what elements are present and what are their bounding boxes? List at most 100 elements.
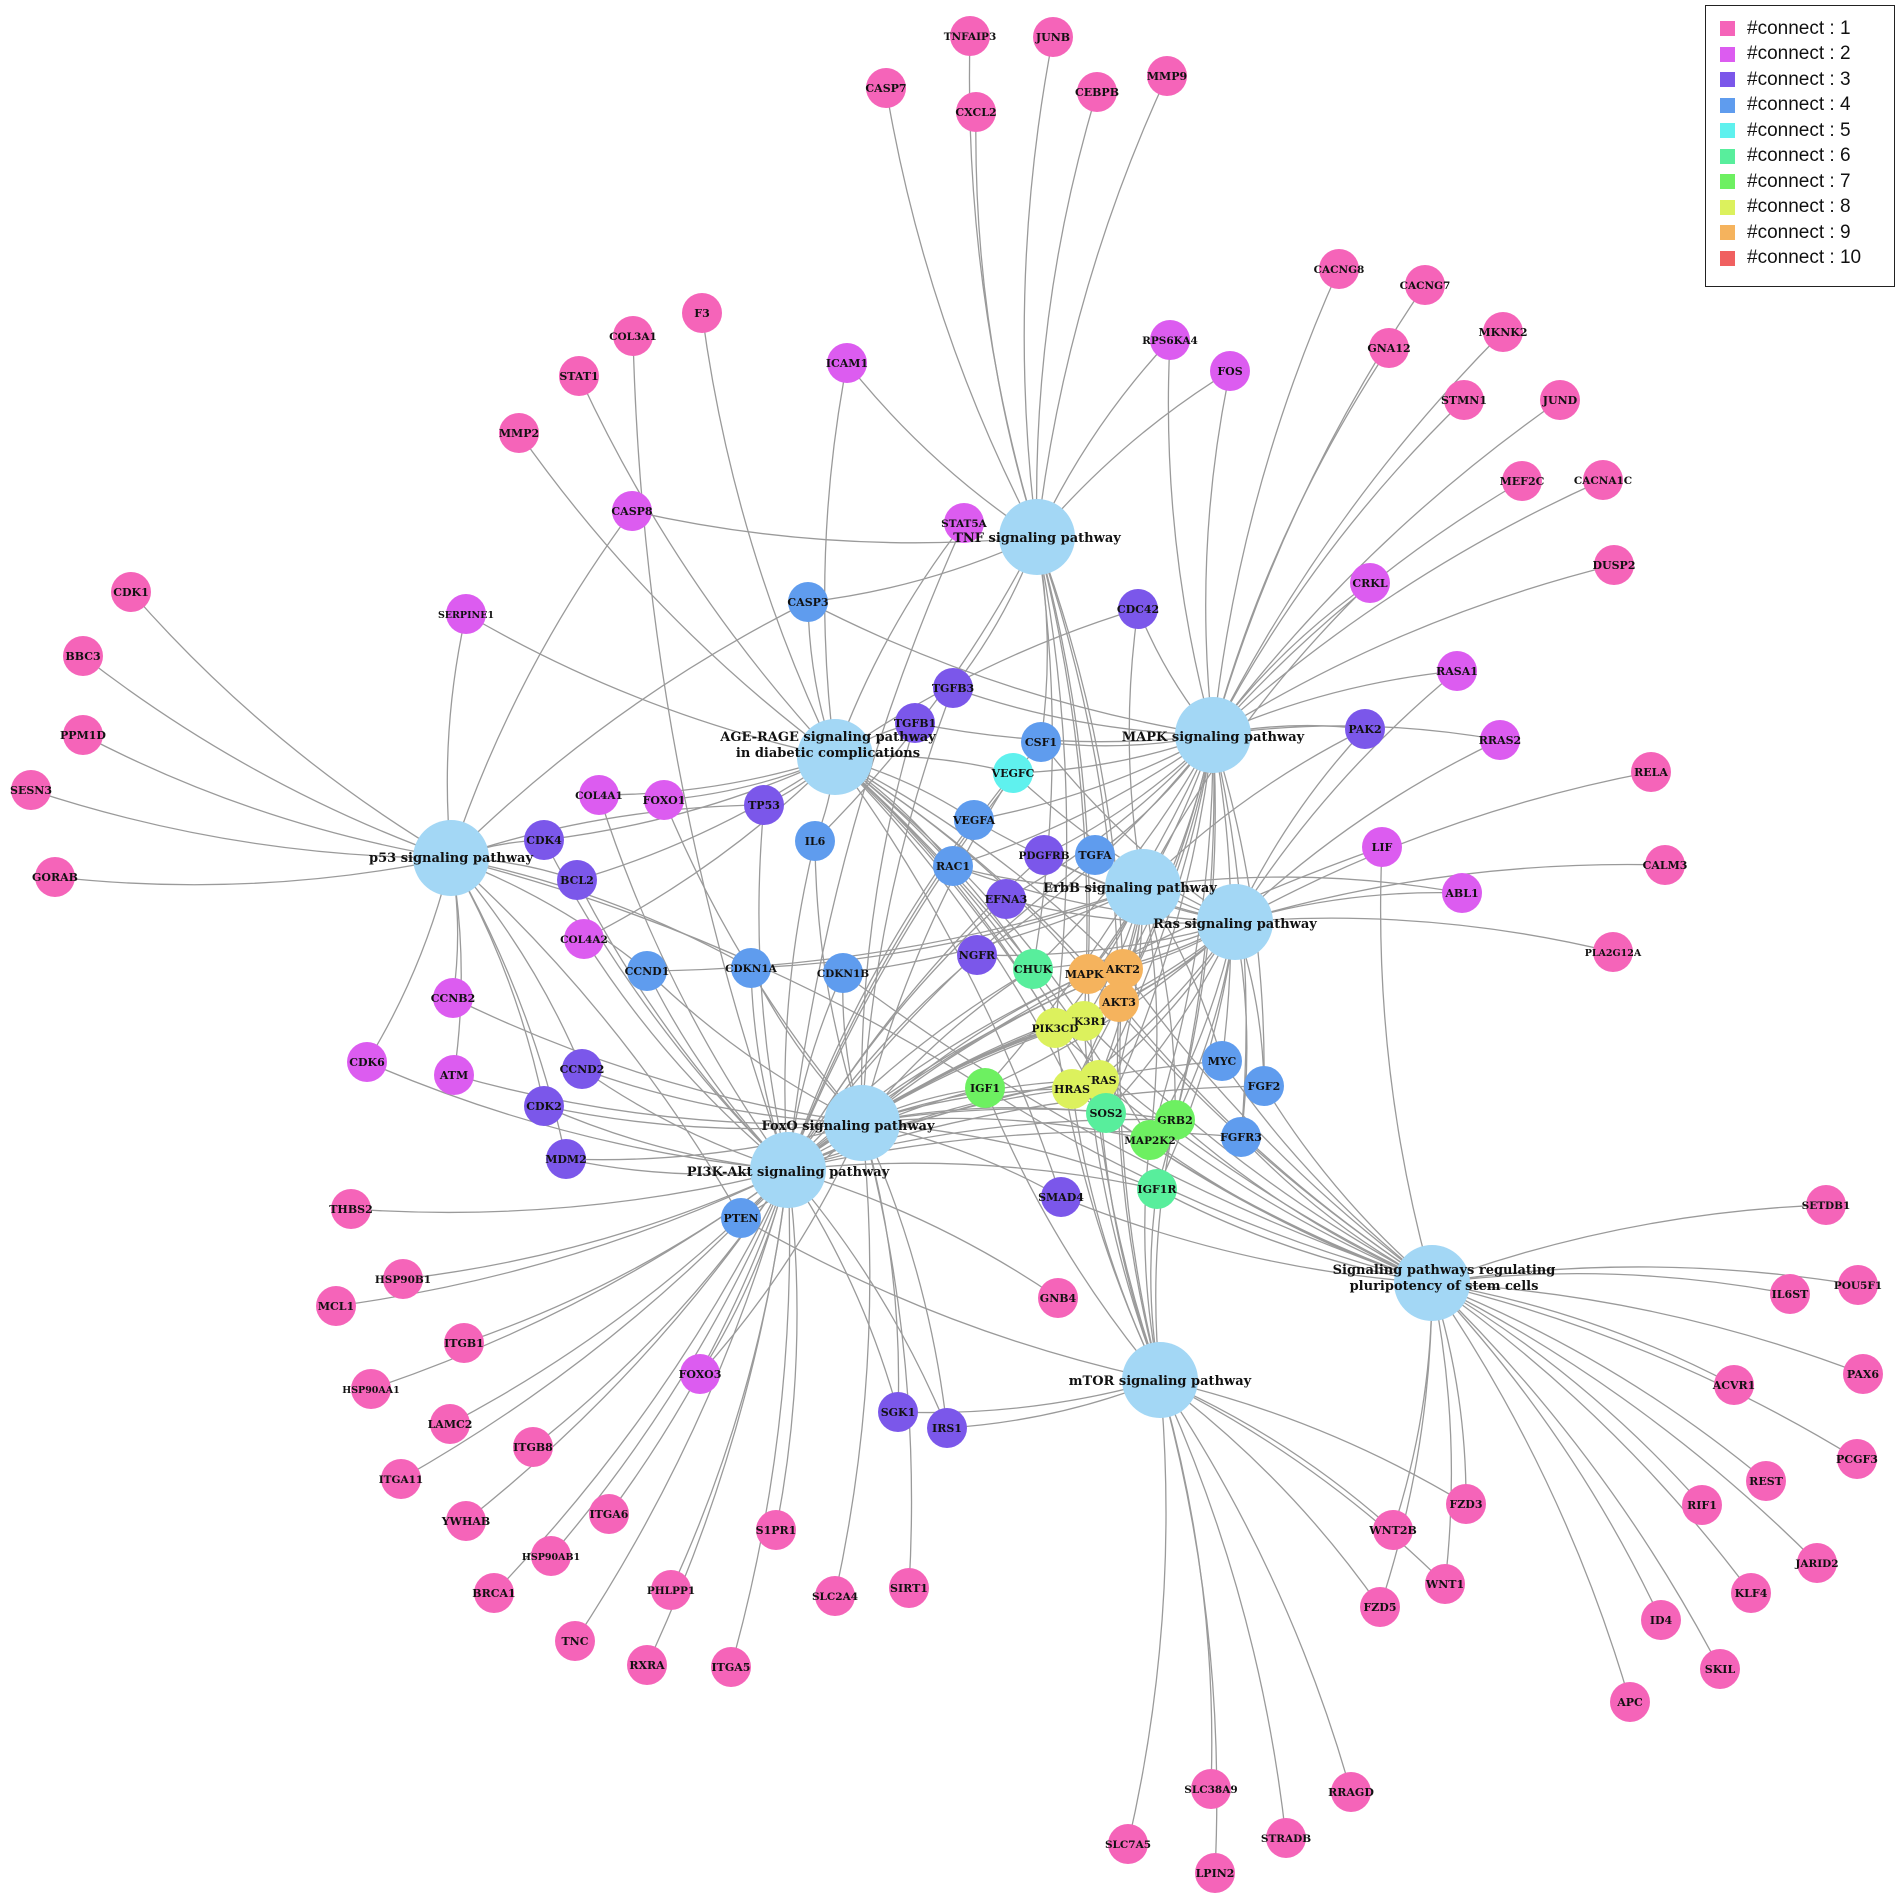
gene-node-setdb1[interactable]	[1806, 1185, 1846, 1225]
gene-node-akt3[interactable]	[1099, 982, 1139, 1022]
gene-node-pik3cd[interactable]	[1035, 1008, 1075, 1048]
gene-node-foxo3[interactable]	[680, 1354, 720, 1394]
gene-node-pcgf3[interactable]	[1837, 1439, 1877, 1479]
gene-node-ccnb2[interactable]	[433, 978, 473, 1018]
gene-node-sos2[interactable]	[1086, 1093, 1126, 1133]
gene-node-ccnd1[interactable]	[627, 951, 667, 991]
hub-node-stem[interactable]	[1394, 1245, 1470, 1321]
gene-node-tgfb1[interactable]	[895, 703, 935, 743]
hub-node-p53[interactable]	[413, 820, 489, 896]
gene-node-jarid2[interactable]	[1797, 1543, 1837, 1583]
gene-node-pou5f1[interactable]	[1838, 1265, 1878, 1305]
gene-node-itga5[interactable]	[711, 1647, 751, 1687]
gene-node-fgfr3[interactable]	[1221, 1117, 1261, 1157]
gene-node-casp3[interactable]	[788, 582, 828, 622]
gene-node-sesn3[interactable]	[11, 770, 51, 810]
gene-node-casp7[interactable]	[866, 68, 906, 108]
gene-node-ppm1d[interactable]	[63, 715, 103, 755]
gene-node-stmn1[interactable]	[1444, 380, 1484, 420]
gene-node-jund[interactable]	[1540, 380, 1580, 420]
gene-node-hsp90ab1[interactable]	[531, 1536, 571, 1576]
gene-node-mmp9[interactable]	[1147, 56, 1187, 96]
gene-node-sirt1[interactable]	[889, 1568, 929, 1608]
gene-node-hras[interactable]	[1052, 1069, 1092, 1109]
gene-node-igf1[interactable]	[965, 1068, 1005, 1108]
gene-node-stat1[interactable]	[559, 356, 599, 396]
gene-node-calm3[interactable]	[1645, 845, 1685, 885]
gene-node-efna3[interactable]	[986, 879, 1026, 919]
gene-node-pten[interactable]	[721, 1198, 761, 1238]
gene-node-mef2c[interactable]	[1502, 461, 1542, 501]
gene-node-icam1[interactable]	[827, 343, 867, 383]
gene-node-lif[interactable]	[1362, 827, 1402, 867]
gene-node-mknk2[interactable]	[1483, 312, 1523, 352]
gene-node-gnb4[interactable]	[1038, 1278, 1078, 1318]
gene-node-fos[interactable]	[1210, 351, 1250, 391]
gene-node-pax6[interactable]	[1843, 1354, 1883, 1394]
gene-node-csf1[interactable]	[1021, 722, 1061, 762]
gene-node-stat5a[interactable]	[944, 503, 984, 543]
gene-node-itga6[interactable]	[589, 1494, 629, 1534]
gene-node-lamc2[interactable]	[430, 1404, 470, 1444]
gene-node-myc[interactable]	[1202, 1041, 1242, 1081]
gene-node-tgfa[interactable]	[1075, 835, 1115, 875]
gene-node-tnfaip3[interactable]	[950, 16, 990, 56]
hub-node-erbb[interactable]	[1105, 849, 1181, 925]
hub-node-mtor[interactable]	[1122, 1342, 1198, 1418]
hub-node-pi3k[interactable]	[750, 1132, 826, 1208]
gene-node-smad4[interactable]	[1041, 1177, 1081, 1217]
gene-node-mdm2[interactable]	[546, 1139, 586, 1179]
gene-node-rela[interactable]	[1631, 752, 1671, 792]
gene-node-map2k2[interactable]	[1130, 1120, 1170, 1160]
gene-node-junb[interactable]	[1033, 17, 1073, 57]
gene-node-cdc42[interactable]	[1118, 589, 1158, 629]
gene-node-rest[interactable]	[1746, 1461, 1786, 1501]
gene-node-crkl[interactable]	[1350, 563, 1390, 603]
gene-node-skil[interactable]	[1700, 1649, 1740, 1689]
gene-node-cacna1c[interactable]	[1583, 460, 1623, 500]
gene-node-rasa1[interactable]	[1437, 651, 1477, 691]
gene-node-ngfr[interactable]	[957, 935, 997, 975]
gene-node-cdk1[interactable]	[111, 572, 151, 612]
gene-node-il6st[interactable]	[1770, 1274, 1810, 1314]
gene-node-mcl1[interactable]	[316, 1286, 356, 1326]
gene-node-itga11[interactable]	[381, 1459, 421, 1499]
gene-node-tnc[interactable]	[555, 1621, 595, 1661]
gene-node-col3a1[interactable]	[613, 316, 653, 356]
gene-node-igf1r[interactable]	[1137, 1169, 1177, 1209]
gene-node-col4a2[interactable]	[564, 919, 604, 959]
gene-node-vegfc[interactable]	[993, 753, 1033, 793]
gene-node-mapk1[interactable]	[1068, 954, 1108, 994]
gene-node-dusp2[interactable]	[1594, 545, 1634, 585]
gene-node-f3[interactable]	[682, 293, 722, 333]
gene-node-rragd[interactable]	[1331, 1772, 1371, 1812]
gene-node-akt2[interactable]	[1103, 949, 1143, 989]
gene-node-pla2g12a[interactable]	[1593, 932, 1633, 972]
gene-node-apc[interactable]	[1610, 1682, 1650, 1722]
gene-node-tgfb3[interactable]	[933, 668, 973, 708]
gene-node-ywhab[interactable]	[446, 1501, 486, 1541]
hub-node-ras[interactable]	[1197, 884, 1273, 960]
gene-node-fzd3[interactable]	[1446, 1484, 1486, 1524]
gene-node-rif1[interactable]	[1682, 1485, 1722, 1525]
gene-node-brca1[interactable]	[474, 1573, 514, 1613]
gene-node-chuk[interactable]	[1013, 949, 1053, 989]
hub-node-foxo[interactable]	[824, 1085, 900, 1161]
gene-node-atm[interactable]	[434, 1055, 474, 1095]
gene-node-il6[interactable]	[795, 821, 835, 861]
gene-node-irs1[interactable]	[927, 1408, 967, 1448]
gene-node-rac1[interactable]	[933, 846, 973, 886]
gene-node-cacng7[interactable]	[1405, 265, 1445, 305]
gene-node-slc7a5[interactable]	[1108, 1824, 1148, 1864]
gene-node-bcl2[interactable]	[557, 860, 597, 900]
gene-node-itgb8[interactable]	[513, 1427, 553, 1467]
gene-node-gorab[interactable]	[35, 857, 75, 897]
gene-node-cdkn1b[interactable]	[823, 953, 863, 993]
gene-node-col4a1[interactable]	[579, 775, 619, 815]
gene-node-thbs2[interactable]	[331, 1189, 371, 1229]
gene-node-id4[interactable]	[1641, 1600, 1681, 1640]
gene-node-cdk6[interactable]	[347, 1042, 387, 1082]
gene-node-slc38a9[interactable]	[1191, 1769, 1231, 1809]
gene-node-cdkn1a[interactable]	[731, 948, 771, 988]
gene-node-hsp90b1[interactable]	[383, 1259, 423, 1299]
